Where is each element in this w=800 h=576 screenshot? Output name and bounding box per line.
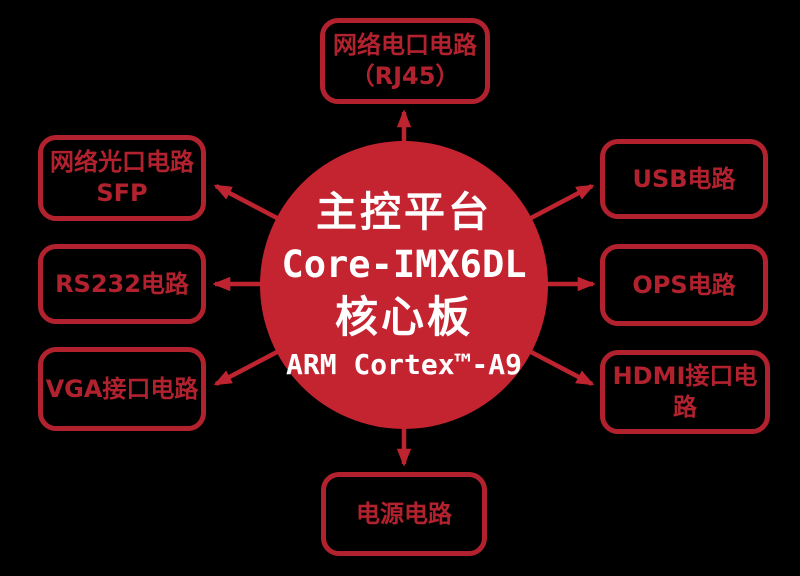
node-rs232: RS232电路 <box>38 244 206 324</box>
center-node-main-platform: 主控平台 Core-IMX6DL 核心板 ARM Cortex™-A9 <box>260 141 548 429</box>
node-sfp-label-line2: SFP <box>96 179 148 207</box>
center-node-title: 主控平台 <box>316 188 492 236</box>
arrow-to-sfp <box>213 184 279 220</box>
node-vga: VGA接口电路 <box>38 347 206 431</box>
node-hdmi-label: HDMI接口电路 <box>612 362 758 421</box>
node-sfp-label-line1: 网络光口电路 <box>50 148 194 176</box>
node-rj45-label-line1: 网络电口电路 <box>333 31 477 59</box>
node-ops: OPS电路 <box>600 244 768 326</box>
node-usb: USB电路 <box>600 139 768 219</box>
node-ops-label: OPS电路 <box>632 270 736 299</box>
arrow-to-vga <box>213 350 279 386</box>
node-rj45: 网络电口电路 （RJ45） <box>320 18 490 104</box>
node-vga-label: VGA接口电路 <box>45 374 199 403</box>
center-node-cpu: ARM Cortex™-A9 <box>285 348 522 381</box>
node-sfp: 网络光口电路 SFP <box>38 135 206 221</box>
node-hdmi: HDMI接口电路 <box>600 350 770 434</box>
node-rs232-label: RS232电路 <box>55 269 189 298</box>
center-node-model: Core-IMX6DL <box>281 243 527 286</box>
node-usb-label: USB电路 <box>632 164 736 193</box>
node-rj45-label-line2: （RJ45） <box>350 62 460 90</box>
node-power: 电源电路 <box>321 472 487 556</box>
arrow-to-usb <box>529 184 595 220</box>
arrow-to-hdmi <box>529 350 595 386</box>
center-node-subtitle: 核心板 <box>335 293 473 343</box>
node-power-label: 电源电路 <box>356 499 452 528</box>
